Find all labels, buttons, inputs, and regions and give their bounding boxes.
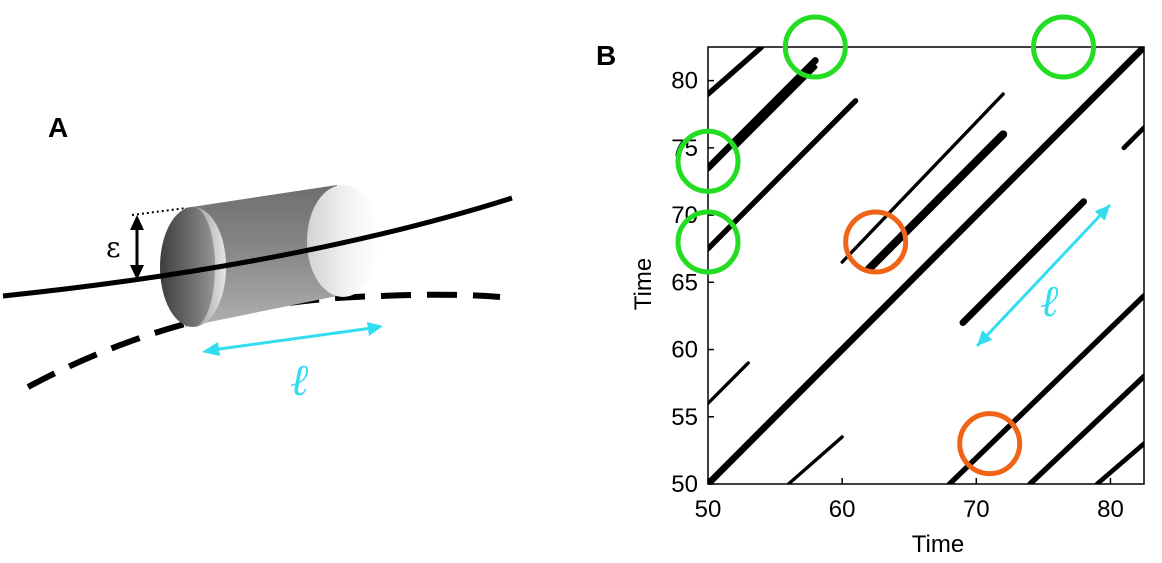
y-tick-label: 60 <box>671 337 698 364</box>
orange-annotation-circle-5 <box>957 411 1023 477</box>
recurrence-band-6 <box>786 435 844 484</box>
length-arrow-head <box>1094 205 1110 221</box>
recurrence-band-14 <box>1121 125 1144 151</box>
recurrence-band-11 <box>864 130 1008 273</box>
length-label-a: ℓ <box>290 355 309 406</box>
epsilon-arrow <box>130 215 144 280</box>
tube-back-cap-inner <box>193 207 226 327</box>
x-axis-label: Time <box>912 531 964 558</box>
plot-frame <box>707 46 1145 485</box>
epsilon-tube-cylinder <box>160 185 379 327</box>
annotation-circles <box>675 14 1097 477</box>
panel-a-label: A <box>48 112 69 143</box>
green-annotation-circle-1 <box>1031 14 1097 80</box>
recurrence-band-5 <box>708 361 750 406</box>
x-tick-label: 80 <box>1097 496 1124 523</box>
tube-back-cap <box>160 207 226 327</box>
length-label-b: ℓ <box>1040 276 1059 327</box>
orange-annotation-circle-4 <box>843 209 909 275</box>
recurrence-band-4 <box>708 47 765 97</box>
x-tick-label: 70 <box>963 496 990 523</box>
length-arrow-head <box>977 330 993 346</box>
recurrence-band-12 <box>959 198 1087 326</box>
x-tick-label: 50 <box>695 496 722 523</box>
reference-trajectory <box>2 195 513 299</box>
y-tick-label: 50 <box>671 471 698 498</box>
x-axis-ticks: 50 60 70 80 <box>695 478 1124 523</box>
green-annotation-circle-2 <box>675 128 741 194</box>
length-arrow-b <box>975 203 1112 348</box>
recurrence-band-10 <box>840 92 1005 264</box>
y-tick-label: 55 <box>671 404 698 431</box>
green-annotation-circle-3 <box>675 209 741 275</box>
length-arrow-a <box>202 322 383 356</box>
panel-b-label: B <box>596 40 617 71</box>
y-tick-label: 80 <box>671 68 698 95</box>
epsilon-label: ε <box>106 231 121 264</box>
epsilon-dotted-guide <box>131 207 187 216</box>
x-tick-label: 60 <box>829 496 856 523</box>
green-annotation-circle-0 <box>782 14 848 80</box>
recurrence-band-1 <box>708 57 819 172</box>
recurrence-band-7 <box>946 293 1144 484</box>
recurrence-band-2 <box>708 98 859 252</box>
y-axis-label: Time <box>630 258 657 310</box>
length-arrow-shaft <box>975 203 1112 348</box>
recurrence-band-13 <box>1014 47 1144 178</box>
recurrence-band-8 <box>1027 373 1144 484</box>
panel-a: ε ℓ <box>2 185 513 406</box>
y-tick-label: 65 <box>671 269 698 296</box>
recurrence-band-9 <box>1094 441 1144 484</box>
recurrence-band-3 <box>732 65 818 150</box>
recurrence-bands <box>708 47 1144 484</box>
